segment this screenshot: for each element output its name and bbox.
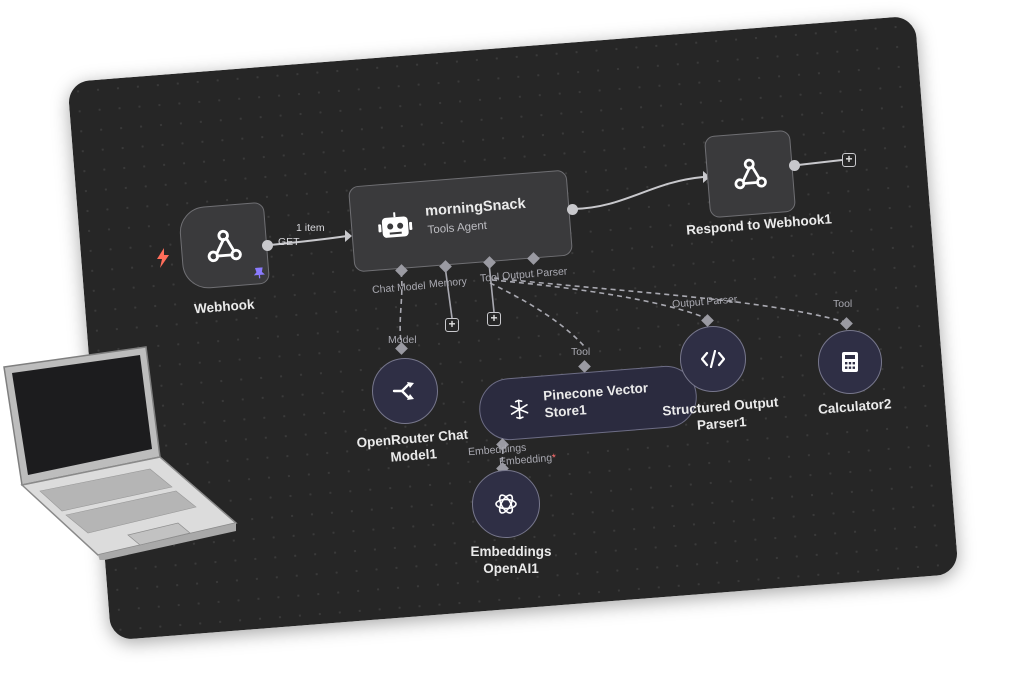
openrouter-label-line2: Model1 xyxy=(389,446,438,465)
structured-output-parser-node[interactable] xyxy=(680,326,746,392)
calculator-node[interactable] xyxy=(818,330,882,394)
trigger-bolt-icon xyxy=(157,248,169,268)
respond-to-webhook-node[interactable] xyxy=(703,129,797,219)
agent-input-handle[interactable] xyxy=(345,230,352,242)
webhook-icon xyxy=(734,158,767,190)
agent-output-handle[interactable] xyxy=(567,204,578,215)
pinecone-label-line2: Store1 xyxy=(544,402,588,421)
agent-node[interactable]: morningSnack Tools Agent xyxy=(347,169,574,273)
agent-title: morningSnack xyxy=(424,195,527,220)
openai-icon xyxy=(495,494,517,514)
code-icon xyxy=(701,350,725,368)
embeddings-node-label: Embeddings OpenAI1 xyxy=(466,543,556,577)
calculator-tool-label: Tool xyxy=(833,298,853,310)
webhook-method-label: GET xyxy=(278,236,300,248)
agent-subtitle: Tools Agent xyxy=(427,219,488,237)
laptop-illustration xyxy=(3,346,238,560)
openrouter-chat-model-node[interactable] xyxy=(372,358,438,424)
webhook-icon xyxy=(207,229,242,263)
add-next-node-button[interactable]: + xyxy=(842,153,856,167)
pinecone-icon xyxy=(510,399,529,420)
pinecone-tool-label: Tool xyxy=(571,346,591,358)
model-port-label: Model xyxy=(388,334,417,346)
embeddings-openai-node[interactable] xyxy=(472,470,540,538)
webhook-node[interactable] xyxy=(177,201,271,291)
pinecone-label-line1: Pinecone Vector xyxy=(542,380,649,404)
pinecone-node-label: Pinecone Vector Store1 xyxy=(543,379,650,421)
embeddings-label-line2: OpenAI1 xyxy=(483,561,539,576)
respond-output-handle[interactable] xyxy=(789,160,800,171)
calculator-icon xyxy=(842,352,858,372)
tool-port-label: Tool xyxy=(479,271,500,285)
webhook-items-label: 1 item xyxy=(296,222,325,234)
embeddings-label-line1: Embeddings xyxy=(470,544,552,559)
webhook-output-handle[interactable] xyxy=(262,240,273,251)
pinecone-vector-store-node[interactable]: Pinecone Vector Store1 xyxy=(476,363,700,443)
pin-icon xyxy=(253,267,265,279)
robot-icon xyxy=(378,212,413,238)
openrouter-icon xyxy=(392,382,414,400)
required-marker: * xyxy=(551,451,557,465)
parser-label-line2: Parser1 xyxy=(696,414,747,433)
add-tool-button[interactable]: + xyxy=(487,312,501,326)
add-memory-button[interactable]: + xyxy=(445,318,459,332)
